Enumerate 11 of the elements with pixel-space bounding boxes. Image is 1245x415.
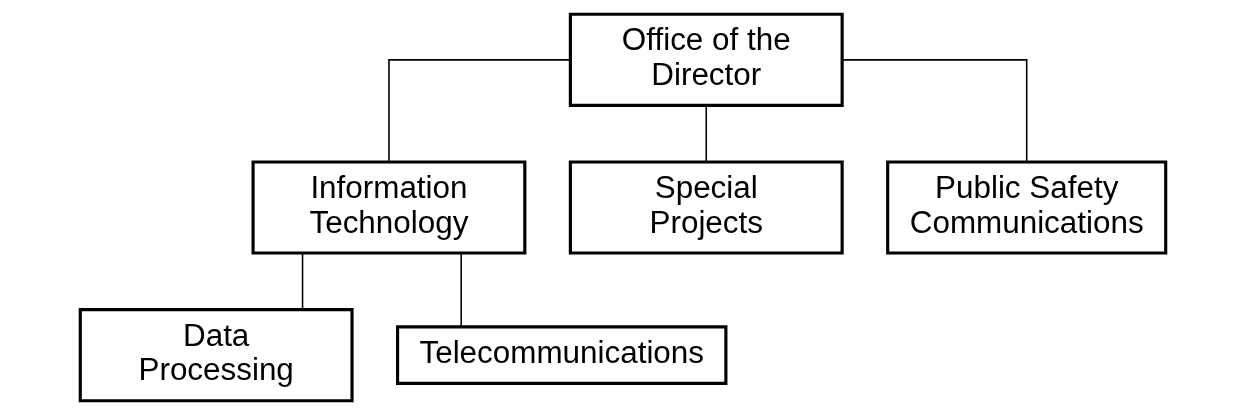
connector	[840, 59, 1027, 163]
node-box: Information Technology	[251, 160, 526, 255]
node-box: Office of the Director	[568, 12, 844, 107]
node-box: Public Safety Communications	[885, 160, 1167, 255]
node-box: Special Projects	[568, 160, 844, 255]
connector	[704, 104, 707, 163]
connector	[301, 252, 303, 311]
connector	[387, 59, 571, 163]
node-box: Telecommunications	[395, 325, 727, 385]
node-box: Data Processing	[78, 308, 354, 403]
connector	[459, 252, 462, 328]
